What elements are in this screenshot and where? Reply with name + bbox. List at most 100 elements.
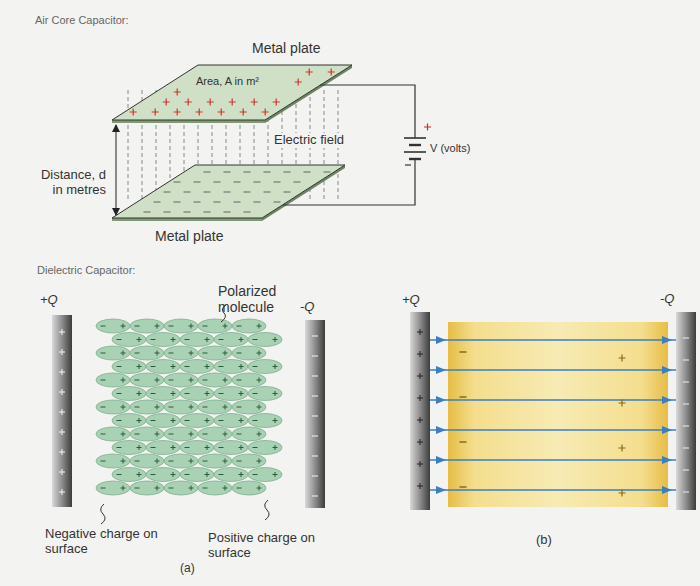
- label: -Q: [300, 300, 314, 315]
- plus-sign: [218, 109, 225, 116]
- plus-sign: [171, 445, 176, 450]
- molecule: [164, 400, 198, 414]
- minus-sign: [219, 474, 224, 475]
- plus-sign: [223, 432, 228, 437]
- minus-sign: [135, 407, 140, 408]
- minus-sign: [203, 353, 208, 354]
- minus-sign: [683, 492, 689, 493]
- minus-sign: [101, 353, 106, 354]
- minus-sign: [254, 181, 261, 182]
- wire: [320, 85, 415, 138]
- plus-sign: [239, 418, 244, 423]
- arrowhead: [662, 456, 672, 464]
- minus-sign: [253, 447, 258, 448]
- battery-plate: [404, 137, 426, 139]
- plus-sign: [121, 459, 126, 464]
- minus-sign: [164, 211, 171, 212]
- plus-sign: [205, 364, 210, 369]
- molecule: [198, 454, 232, 468]
- plus-sign: [59, 449, 65, 455]
- minus-sign: [219, 420, 224, 421]
- minus-sign: [185, 420, 190, 421]
- plus-sign: [257, 324, 262, 329]
- plus-sign: [257, 432, 262, 437]
- molecule: [232, 319, 266, 333]
- minus-sign: [135, 353, 140, 354]
- molecule: [232, 346, 266, 360]
- minus-sign: [237, 326, 242, 327]
- molecule: [112, 387, 146, 401]
- label: Negative charge on surface: [45, 527, 167, 557]
- minus-sign: [237, 353, 242, 354]
- molecule: [198, 319, 232, 333]
- molecule: [180, 468, 214, 482]
- minus-sign: [214, 201, 221, 202]
- battery-plate: [404, 151, 426, 153]
- molecule: [130, 400, 164, 414]
- molecule: [198, 373, 232, 387]
- molecule: [146, 414, 180, 428]
- minus-sign: [224, 171, 231, 172]
- minus-sign: [405, 164, 411, 165]
- minus-sign: [203, 326, 208, 327]
- plus-sign: [121, 486, 126, 491]
- plus-sign: [306, 69, 313, 76]
- minus-sign: [185, 366, 190, 367]
- minus-sign: [683, 470, 689, 471]
- plus-sign: [239, 391, 244, 396]
- molecule: [180, 360, 214, 374]
- plus-sign: [59, 369, 65, 375]
- plus-sign: [417, 417, 423, 423]
- minus-sign: [203, 434, 208, 435]
- minus-sign: [237, 380, 242, 381]
- plus-sign: [137, 418, 142, 423]
- molecule: [96, 481, 130, 495]
- minus-sign: [185, 393, 190, 394]
- minus-sign: [460, 441, 467, 442]
- battery-plate: [409, 144, 421, 146]
- minus-sign: [117, 366, 122, 367]
- plus-sign: [257, 459, 262, 464]
- label: Metal plate: [155, 228, 223, 244]
- plus-sign: [328, 69, 335, 76]
- plus-sign: [155, 405, 160, 410]
- plus-sign: [137, 445, 142, 450]
- molecule: [164, 373, 198, 387]
- plus-sign: [417, 329, 423, 335]
- plus-sign: [229, 99, 236, 106]
- label: Area, A in m²: [196, 75, 259, 88]
- plus-sign: [174, 109, 181, 116]
- arrowhead: [662, 486, 672, 494]
- plus-sign: [189, 351, 194, 356]
- positive-plate: [410, 312, 430, 510]
- molecule: [248, 441, 282, 455]
- minus-sign: [312, 476, 318, 477]
- plus-sign: [155, 432, 160, 437]
- metal-plate: [112, 165, 345, 218]
- plus-sign: [207, 99, 214, 106]
- minus-sign: [151, 393, 156, 394]
- minus-sign: [304, 171, 311, 172]
- molecule: [248, 387, 282, 401]
- arrowhead: [436, 486, 446, 494]
- plus-sign: [273, 418, 278, 423]
- plus-sign: [59, 469, 65, 475]
- arrowhead: [436, 456, 446, 464]
- molecule: [248, 333, 282, 347]
- minus-sign: [135, 380, 140, 381]
- molecule: [232, 481, 266, 495]
- minus-sign: [253, 339, 258, 340]
- arrowhead: [662, 396, 672, 404]
- minus-sign: [244, 211, 251, 212]
- plus-sign: [189, 459, 194, 464]
- arrowhead: [436, 336, 446, 344]
- arrowhead: [436, 396, 446, 404]
- minus-sign: [174, 181, 181, 182]
- molecule: [164, 319, 198, 333]
- plus-sign: [223, 351, 228, 356]
- molecule: [96, 427, 130, 441]
- minus-sign: [219, 393, 224, 394]
- dimension-arrow: [116, 125, 117, 215]
- plus-sign: [223, 405, 228, 410]
- leader-lines: [101, 305, 269, 524]
